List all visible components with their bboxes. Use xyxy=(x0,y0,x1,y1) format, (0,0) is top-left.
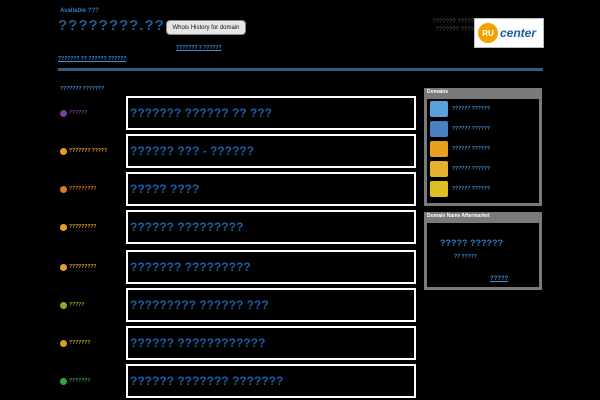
domain-name-title: ????????.?? xyxy=(58,17,165,34)
list-item-box[interactable]: ?????? ????????? xyxy=(126,210,416,244)
list-item[interactable]: ??????? ?????? ???????????? xyxy=(60,326,416,360)
aftermarket-more-link[interactable]: ????? xyxy=(490,276,509,282)
aftermarket-panel-header: Domain Name Aftermarket xyxy=(424,212,542,220)
list-item-text[interactable]: ?????? ????????? xyxy=(130,220,244,234)
ru-globe-icon xyxy=(430,121,448,137)
list-item-text[interactable]: ??????? ?????? ?? ??? xyxy=(130,106,272,120)
list-item-box[interactable]: ????????? ?????? ??? xyxy=(126,288,416,322)
site-logo: ????? xyxy=(60,288,126,322)
powered-by-text: ??????? ????? ??????? ???? xyxy=(432,19,474,33)
site-logo: ????????? xyxy=(60,250,126,284)
aftermarket-subtitle: ?? ????? xyxy=(454,254,477,260)
list-item[interactable]: ?????? ??????? ?????? ?? ??? xyxy=(60,96,416,130)
list-item[interactable]: ??????? ?????? ??????? ??????? xyxy=(60,364,416,398)
list-item-text[interactable]: ????? ???? xyxy=(130,182,200,196)
left-link[interactable]: ??????? ?? ?????? ?????? xyxy=(58,56,127,62)
site-logo: ??????? xyxy=(60,326,126,360)
domain-service-item[interactable]: ?????? ?????? xyxy=(430,181,490,197)
site-small-title: Available ??? xyxy=(60,8,99,14)
domains-panel-header: Domains xyxy=(424,88,542,96)
header-divider xyxy=(58,68,543,71)
domain-service-item[interactable]: ?????? ?????? xyxy=(430,101,490,117)
list-item-box[interactable]: ?????? ???????????? xyxy=(126,326,416,360)
list-item-box[interactable]: ??????? ????????? xyxy=(126,250,416,284)
list-item-text[interactable]: ?????? ???????????? xyxy=(130,336,266,350)
ru-center-logo-mark: RU xyxy=(478,23,498,43)
center-link[interactable]: ??????? ? ?????? xyxy=(176,45,222,51)
site-logo-icon xyxy=(60,263,67,271)
list-item-box[interactable]: ????? ???? xyxy=(126,172,416,206)
list-item-text[interactable]: ????????? ?????? ??? xyxy=(130,298,269,312)
site-logo-icon xyxy=(60,223,67,231)
site-logo-icon xyxy=(60,147,67,155)
site-logo: ??????? ????? xyxy=(60,134,126,168)
site-logo-icon xyxy=(60,109,67,117)
document-icon xyxy=(430,161,448,177)
folder-icon xyxy=(430,141,448,157)
list-title: ??????? ??????? xyxy=(60,86,105,92)
file-icon xyxy=(430,181,448,197)
globe-icon xyxy=(430,101,448,117)
site-logo-icon xyxy=(60,185,67,193)
list-item-box[interactable]: ?????? ??? - ?????? xyxy=(126,134,416,168)
list-item-text[interactable]: ?????? ??? - ?????? xyxy=(130,144,254,158)
aftermarket-panel xyxy=(424,220,542,290)
ru-center-logo[interactable]: RU center xyxy=(474,18,544,48)
list-item-text[interactable]: ?????? ??????? ??????? xyxy=(130,374,284,388)
list-item-text[interactable]: ??????? ????????? xyxy=(130,260,251,274)
list-item-box[interactable]: ??????? ?????? ?? ??? xyxy=(126,96,416,130)
list-item[interactable]: ????????? ????? ???? xyxy=(60,172,416,206)
whois-history-button[interactable]: Whois History for domain xyxy=(166,20,246,35)
domain-service-item[interactable]: ?????? ?????? xyxy=(430,161,490,177)
site-logo-icon xyxy=(60,339,67,347)
domain-service-item[interactable]: ?????? ?????? xyxy=(430,121,490,137)
aftermarket-title[interactable]: ????? ?????? xyxy=(440,238,503,248)
list-item[interactable]: ????????? ??????? ????????? xyxy=(60,250,416,284)
site-logo: ?????? xyxy=(60,96,126,130)
site-logo: ??????? xyxy=(60,364,126,398)
site-logo: ????????? xyxy=(60,172,126,206)
site-logo-icon xyxy=(60,377,67,385)
list-item[interactable]: ??????? ????? ?????? ??? - ?????? xyxy=(60,134,416,168)
domains-panel xyxy=(424,96,542,206)
site-logo: ????????? xyxy=(60,210,126,244)
list-item[interactable]: ????? ????????? ?????? ??? xyxy=(60,288,416,322)
site-logo-icon xyxy=(60,301,67,309)
list-item-box[interactable]: ?????? ??????? ??????? xyxy=(126,364,416,398)
list-item[interactable]: ????????? ?????? ????????? xyxy=(60,210,416,244)
ru-center-logo-text: center xyxy=(500,26,537,40)
domain-service-item[interactable]: ?????? ?????? xyxy=(430,141,490,157)
